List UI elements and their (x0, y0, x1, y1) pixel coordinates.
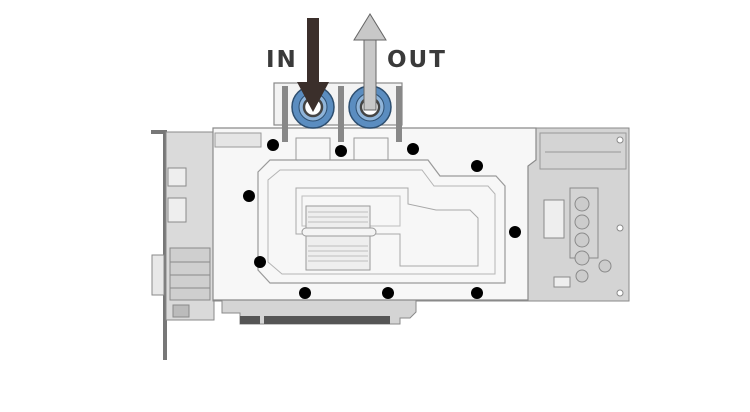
outlet-label: OUT (387, 47, 447, 73)
water-block (212, 127, 537, 301)
dot-icon (509, 226, 521, 238)
dot-icon (254, 256, 266, 268)
vrm-components (524, 132, 627, 297)
arrow-up-icon (353, 13, 387, 111)
dot-icon (471, 287, 483, 299)
arrow-down-icon (297, 18, 329, 112)
pcie-connector (221, 299, 417, 325)
dot-icon (407, 143, 419, 155)
io-bracket (151, 130, 215, 360)
mount-points (243, 139, 521, 299)
dot-icon (299, 287, 311, 299)
inlet-label: IN (266, 47, 298, 73)
dot-icon (471, 160, 483, 172)
coolant-channel (257, 159, 506, 284)
dot-icon (243, 190, 255, 202)
block-logo-plate (214, 132, 262, 148)
dot-icon (382, 287, 394, 299)
microfin-area (301, 205, 377, 271)
dot-icon (335, 145, 347, 157)
dot-icon (267, 139, 279, 151)
